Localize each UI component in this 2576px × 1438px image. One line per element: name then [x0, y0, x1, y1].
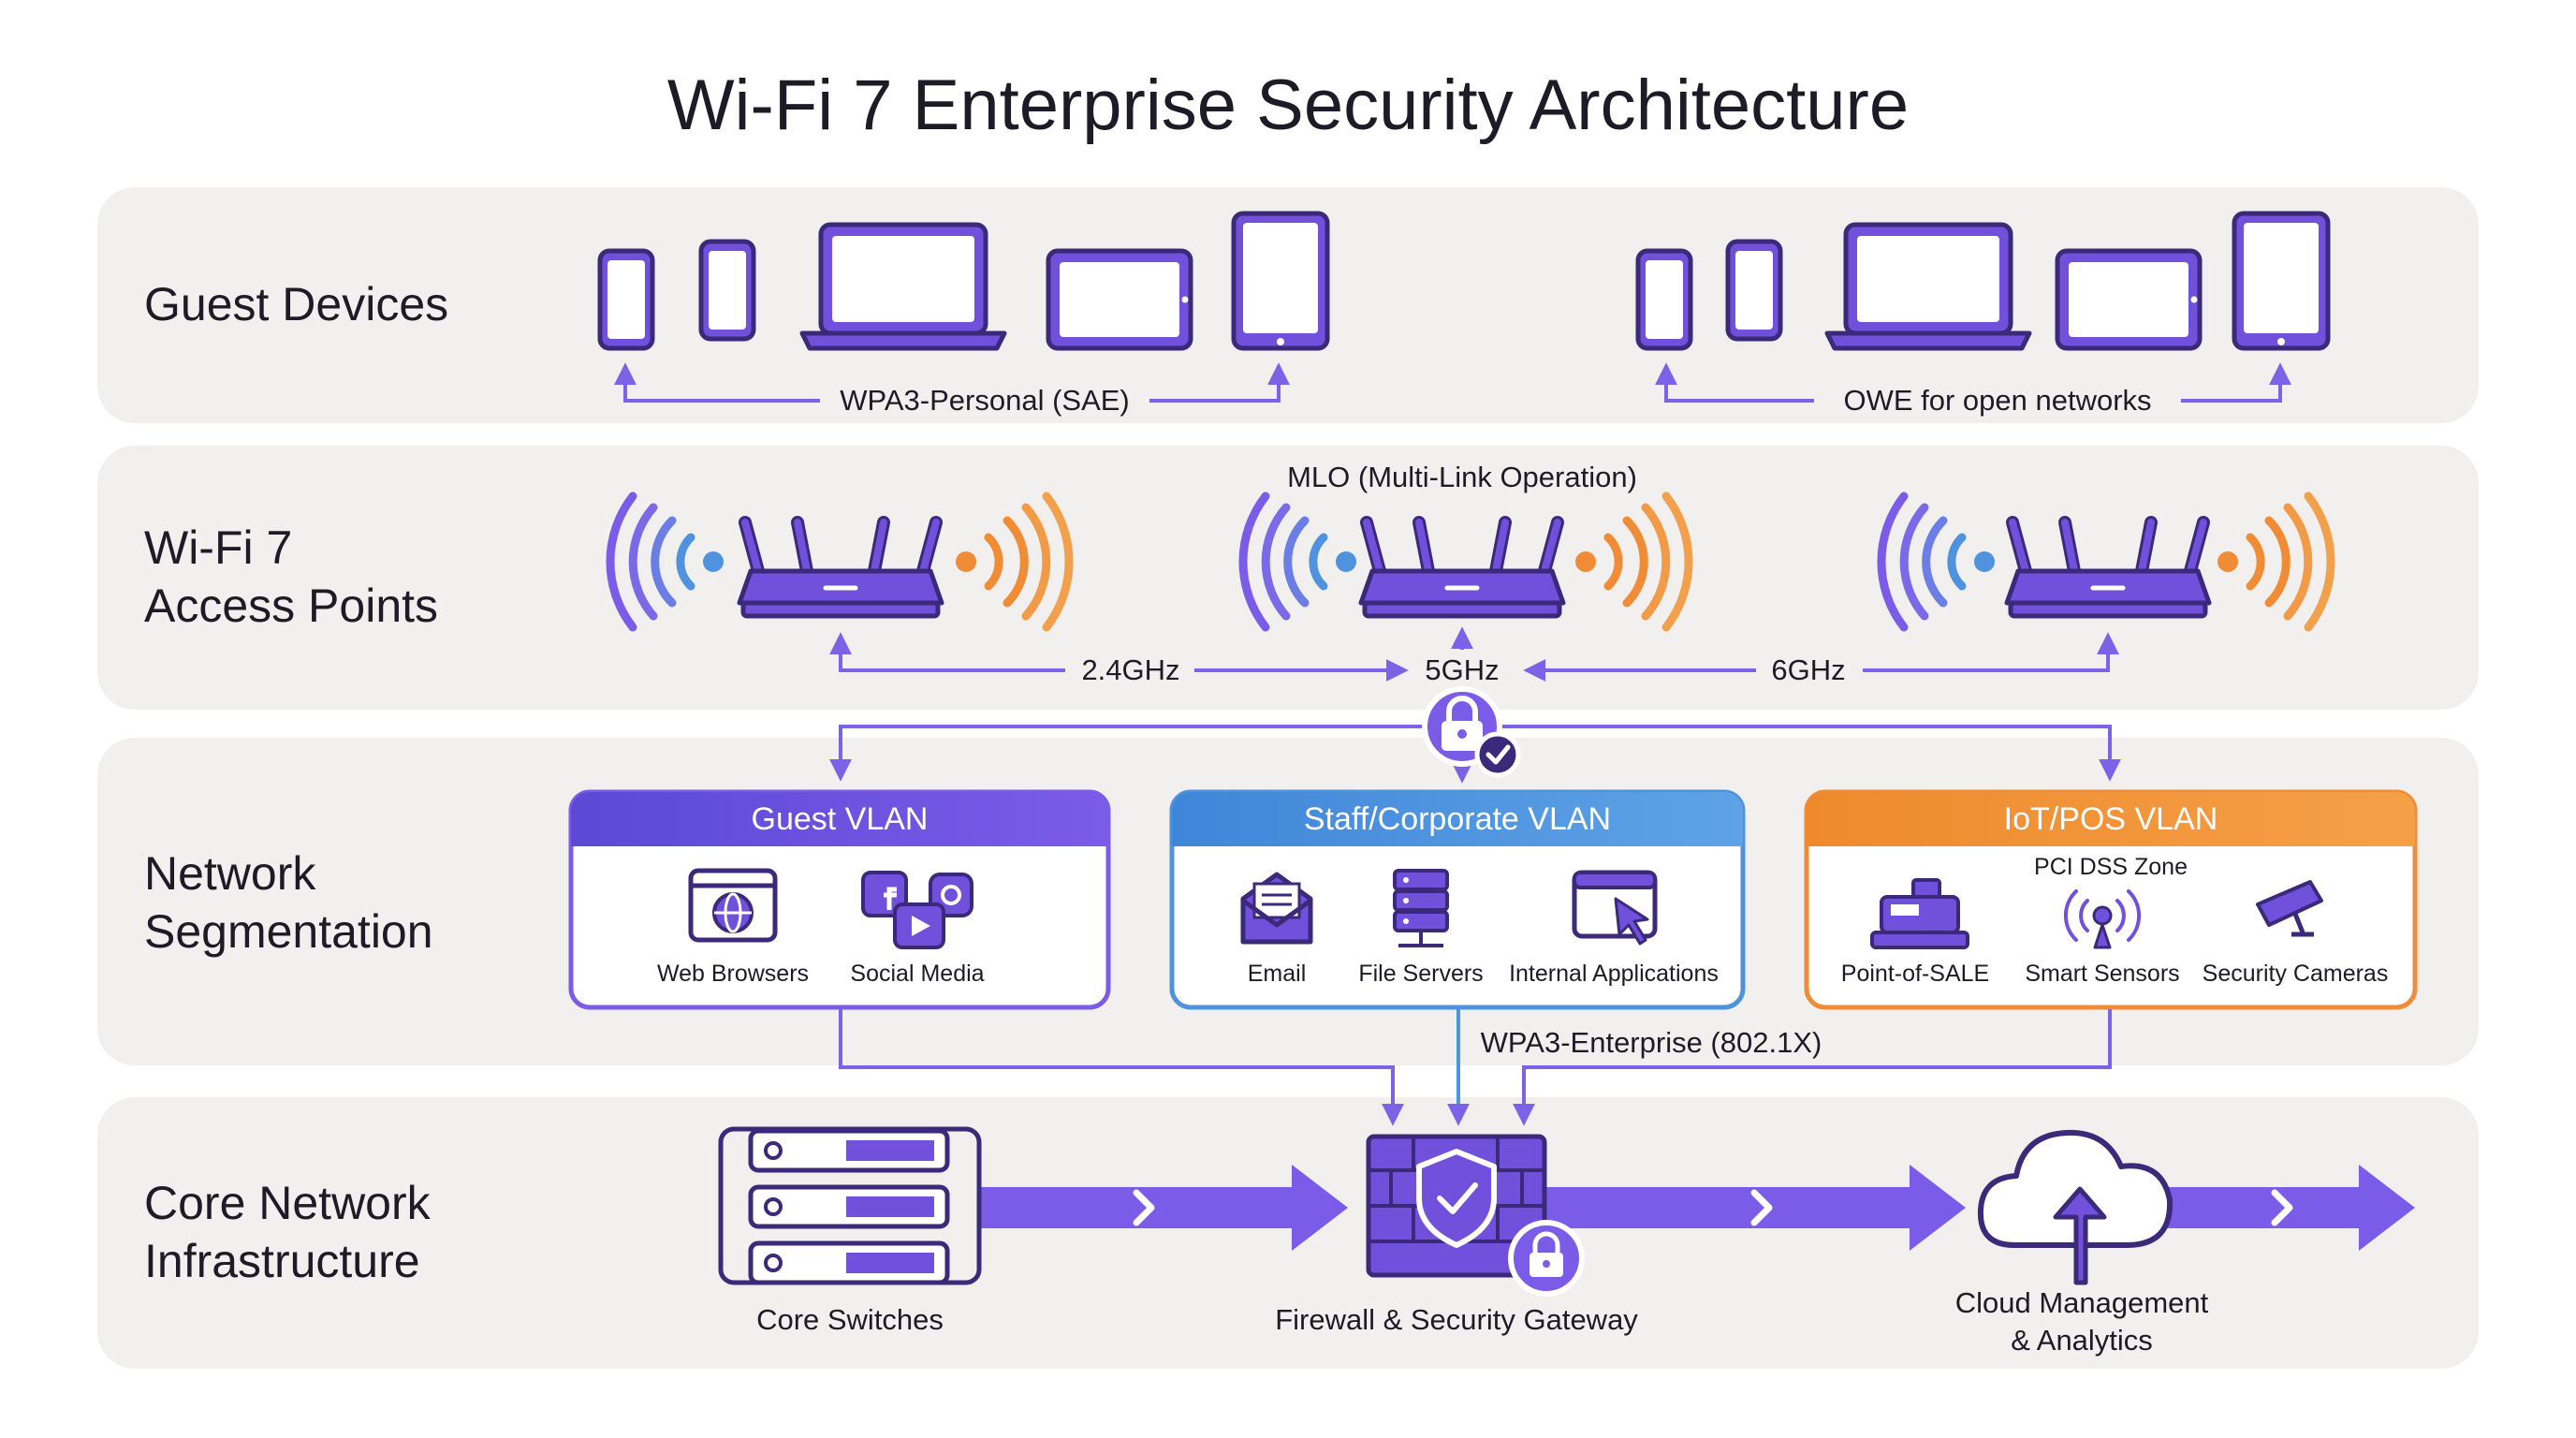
- connector-arrow: [829, 632, 1065, 672]
- connector-arrow: [1863, 632, 2119, 672]
- band-label-6ghz: 6GHz: [1771, 653, 1845, 686]
- core-switches-label: Core Switches: [756, 1303, 944, 1336]
- firewall-icon: [1366, 1134, 1547, 1278]
- band-label-2-4ghz: 2.4GHz: [1081, 653, 1179, 686]
- globe-icon: [688, 868, 778, 943]
- phone-icon: [701, 242, 754, 339]
- row-label-core-line2: Infrastructure: [144, 1235, 420, 1287]
- phone-icon: [1638, 251, 1690, 348]
- connector-arrow: [1513, 1009, 2112, 1126]
- row-label-guest-devices: Guest Devices: [144, 278, 448, 330]
- flow-arrow: [1544, 1165, 1966, 1251]
- sensor-icon: [2063, 889, 2142, 949]
- connector-arrow: [614, 362, 820, 403]
- vlan-item-label: Email: [1248, 961, 1307, 987]
- vlan-item-label: File Servers: [1358, 961, 1483, 987]
- iot-vlan-card: IoT/POS VLAN: [1804, 789, 2418, 1010]
- cloud-icon: [1977, 1129, 2174, 1285]
- connector-arrow: [1501, 725, 2121, 782]
- connector-arrow: [2181, 362, 2291, 403]
- cloud-label-line2: & Analytics: [2011, 1324, 2153, 1357]
- pci-dss-zone-label: PCI DSS Zone: [2034, 854, 2188, 880]
- row-panel-core: [97, 1097, 2479, 1369]
- phone-icon: [600, 251, 652, 348]
- staff-vlan-card: Staff/Corporate VLAN: [1169, 789, 1746, 1010]
- check-badge-icon: [1474, 731, 1521, 778]
- firewall-label: Firewall & Security Gateway: [1275, 1303, 1638, 1336]
- staff-vlan-title: Staff/Corporate VLAN: [1304, 801, 1611, 837]
- social-icon: [861, 871, 973, 949]
- camera-icon: [2256, 880, 2323, 937]
- connector-arrow: [829, 725, 1423, 782]
- wpa3-enterprise-label: WPA3-Enterprise (802.1X): [1481, 1026, 1822, 1059]
- cloud-label-line1: Cloud Management: [1955, 1286, 2209, 1319]
- lock-icon: [1508, 1220, 1585, 1297]
- vlan-item-label: Social Media: [850, 961, 984, 987]
- vlan-item-label: Point-of-SALE: [1841, 961, 1989, 987]
- band-label-5ghz: 5GHz: [1425, 653, 1499, 686]
- tablet-icon: [2057, 251, 2200, 348]
- iot-vlan-title: IoT/POS VLAN: [2004, 801, 2218, 837]
- vlan-item-label: Security Cameras: [2203, 961, 2389, 987]
- vlan-item-label: Web Browsers: [657, 961, 809, 987]
- tablet-icon: [1048, 251, 1191, 348]
- app-window-icon: [1572, 870, 1658, 946]
- flow-arrow: [979, 1165, 1348, 1251]
- row-label-access-points-line1: Wi-Fi 7: [144, 521, 292, 574]
- connector-arrow: [1149, 362, 1290, 403]
- vlan-item-label: Internal Applications: [1509, 961, 1719, 987]
- tablet-icon: [1234, 213, 1327, 348]
- wpa3-personal-label: WPA3-Personal (SAE): [840, 384, 1130, 417]
- switch-icon: [718, 1126, 982, 1285]
- connector-arrow: [839, 1009, 1404, 1126]
- page-title: Wi-Fi 7 Enterprise Security Architecture: [667, 66, 1909, 145]
- server-icon: [1393, 869, 1449, 947]
- laptop-icon: [1827, 225, 2029, 348]
- guest-vlan-card: Guest VLAN: [568, 789, 1111, 1010]
- tablet-icon: [2234, 213, 2328, 348]
- pos-icon: [1870, 878, 1969, 949]
- vlan-item-label: Smart Sensors: [2025, 961, 2179, 987]
- row-label-segmentation-line1: Network: [144, 847, 316, 900]
- row-label-access-points-line2: Access Points: [144, 580, 438, 632]
- phone-icon: [1728, 242, 1780, 339]
- row-label-segmentation-line2: Segmentation: [144, 905, 433, 958]
- laptop-icon: [802, 225, 1004, 348]
- connector-arrow: [1655, 362, 1814, 403]
- mlo-label: MLO (Multi-Link Operation): [1287, 461, 1637, 493]
- row-label-core-line1: Core Network: [144, 1177, 432, 1229]
- email-icon: [1240, 872, 1313, 945]
- guest-vlan-title: Guest VLAN: [752, 801, 929, 837]
- owe-label: OWE for open networks: [1843, 384, 2151, 417]
